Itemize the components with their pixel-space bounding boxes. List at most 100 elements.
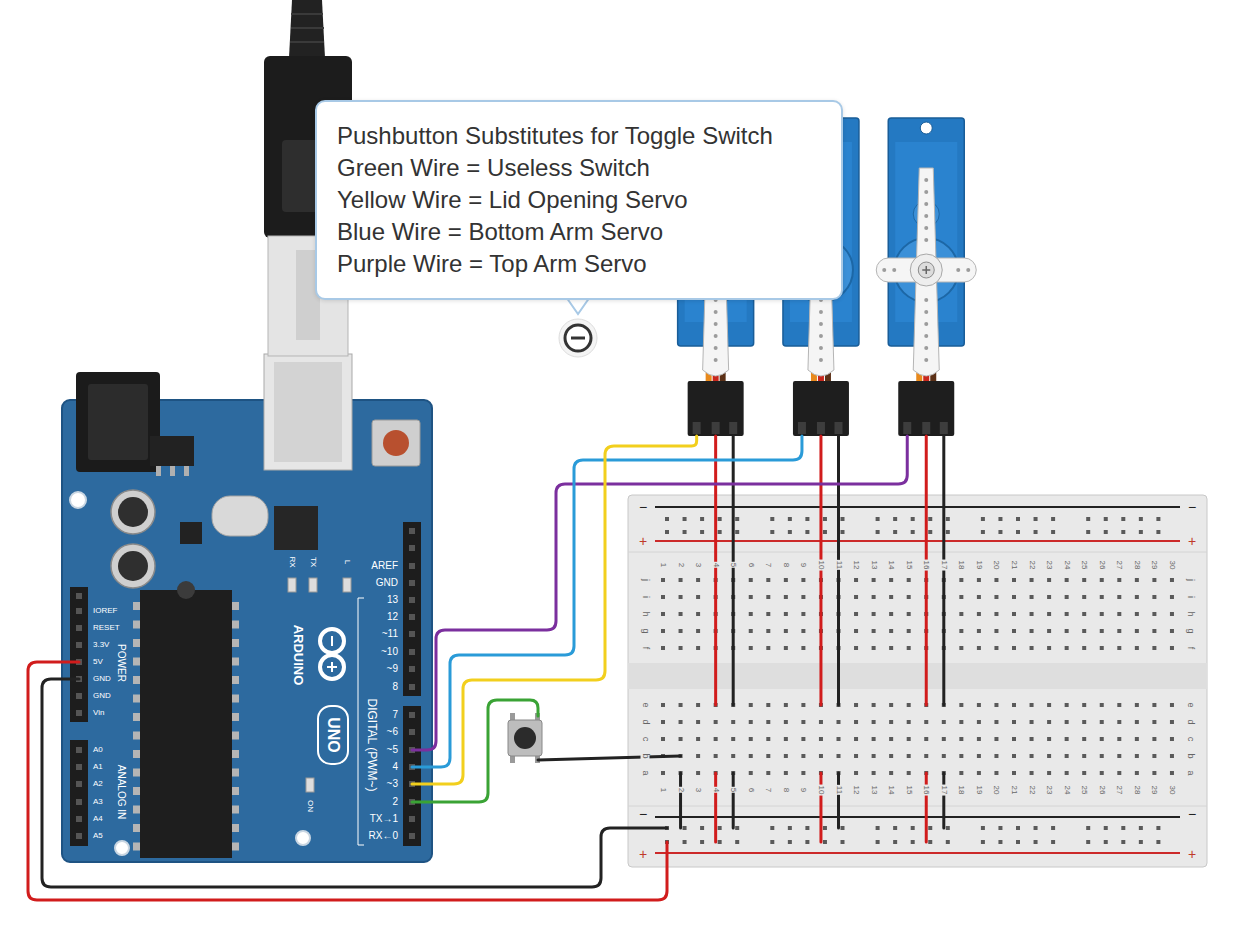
power-wire (925, 436, 928, 705)
board-model: UNO (325, 717, 341, 753)
pin-label: Vin (93, 709, 104, 717)
chip-pin (232, 658, 239, 666)
breadboard-hole (889, 612, 893, 616)
usb-socket (264, 354, 352, 470)
rail-line (655, 852, 1180, 854)
breadboard-hole (994, 578, 998, 582)
breadboard-hole (819, 720, 823, 724)
arduino-logo (327, 636, 337, 672)
horn-hole (924, 214, 928, 218)
chip-pin (133, 806, 140, 814)
horn-hole (819, 346, 823, 350)
breadboard-hole (731, 737, 735, 741)
column-number: 9 (799, 562, 807, 568)
breadboard-hole (1047, 646, 1051, 650)
breadboard-hole (854, 612, 858, 616)
capacitor (111, 490, 155, 534)
breadboard-hole (854, 703, 858, 707)
horn-hole (882, 268, 886, 272)
capacitor (111, 544, 155, 588)
voltage-regulator (150, 436, 194, 466)
chip-pin (133, 732, 140, 740)
breadboard-hole (801, 646, 805, 650)
pin-label: A3 (93, 798, 103, 806)
chip-pin (133, 769, 140, 777)
ground-jumper (942, 773, 945, 828)
column-number: 12 (852, 785, 860, 796)
header-pin (409, 666, 415, 672)
breadboard-hole (994, 629, 998, 633)
breadboard-hole (679, 595, 683, 599)
breadboard-hole (841, 530, 845, 534)
servo-connector (793, 381, 849, 436)
signal-wire (412, 436, 907, 750)
power-jumper (925, 773, 928, 842)
breadboard-hole (977, 578, 981, 582)
breadboard-hole (876, 826, 880, 830)
breadboard-hole (872, 720, 876, 724)
breadboard-hole (749, 771, 753, 775)
rail-sign: − (1187, 807, 1197, 821)
pin-label: 3.3V (93, 641, 109, 649)
column-number: 17 (940, 560, 948, 571)
breadboard-hole (959, 754, 963, 758)
breadboard-hole (805, 840, 809, 844)
column-number: 28 (1133, 560, 1141, 571)
breadboard-hole (907, 629, 911, 633)
breadboard-hole (1047, 720, 1051, 724)
breadboard-hole (1135, 629, 1139, 633)
breadboard-hole (911, 826, 915, 830)
breadboard-hole (1065, 646, 1069, 650)
header-pins (76, 528, 415, 839)
chip-pin (133, 676, 140, 684)
breadboard-hole (823, 840, 827, 844)
breadboard-hole (893, 517, 897, 521)
breadboard-hole (1104, 517, 1108, 521)
breadboard-hole (696, 646, 700, 650)
horn-hole (956, 268, 960, 272)
breadboard-hole (1030, 629, 1034, 633)
horn-hole (819, 310, 823, 314)
breadboard-hole (735, 840, 739, 844)
row-letter: c (641, 736, 650, 743)
breadboard-hole (1100, 595, 1104, 599)
chip-pin (133, 602, 140, 610)
breadboard-hole (801, 703, 805, 707)
breadboard-hole (889, 646, 893, 650)
column-number: 3 (694, 787, 702, 793)
column-number: 5 (729, 787, 737, 793)
reset-button (372, 420, 420, 466)
breadboard-hole (1065, 720, 1069, 724)
pin-label: RX←0 (369, 831, 398, 841)
rail-sign: − (1187, 500, 1197, 514)
header-pin (409, 649, 415, 655)
column-number: 14 (887, 560, 895, 571)
chip-pin (133, 695, 140, 703)
breadboard-hole (977, 646, 981, 650)
breadboard-hole (1100, 646, 1104, 650)
pin-label: IOREF (93, 607, 117, 615)
column-number: 11 (835, 785, 843, 795)
breadboard-hole (1156, 840, 1160, 844)
pin-label: ~11 (382, 629, 398, 639)
breadboard-hole (661, 771, 665, 775)
breadboard-hole (1051, 517, 1055, 521)
breadboard-hole (959, 703, 963, 707)
servo-motor (876, 118, 976, 436)
pin-label: A4 (93, 815, 103, 823)
breadboard-hole (1170, 612, 1174, 616)
breadboard-hole (1100, 737, 1104, 741)
breadboard-hole (1082, 612, 1086, 616)
header-pin (76, 833, 82, 839)
breadboard-hole (1082, 720, 1086, 724)
breadboard-hole (714, 754, 718, 758)
breadboard-hole (1152, 703, 1156, 707)
screw-slot (922, 266, 930, 274)
breadboard-hole (1152, 629, 1156, 633)
breadboard-hole (893, 840, 897, 844)
breadboard-hole (731, 720, 735, 724)
chip-pin (133, 713, 140, 721)
column-number: 12 (852, 560, 860, 571)
breadboard-hole (1100, 771, 1104, 775)
breadboard-hole (977, 720, 981, 724)
